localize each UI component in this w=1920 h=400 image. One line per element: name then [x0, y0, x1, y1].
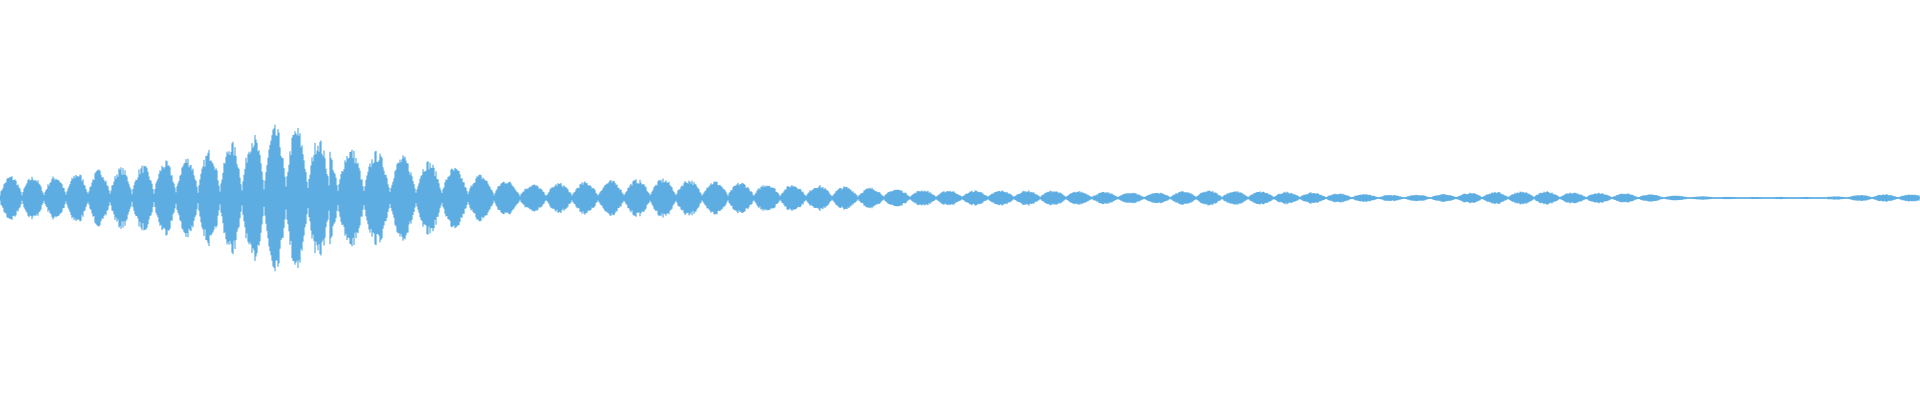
waveform-samples: [0, 124, 1920, 272]
